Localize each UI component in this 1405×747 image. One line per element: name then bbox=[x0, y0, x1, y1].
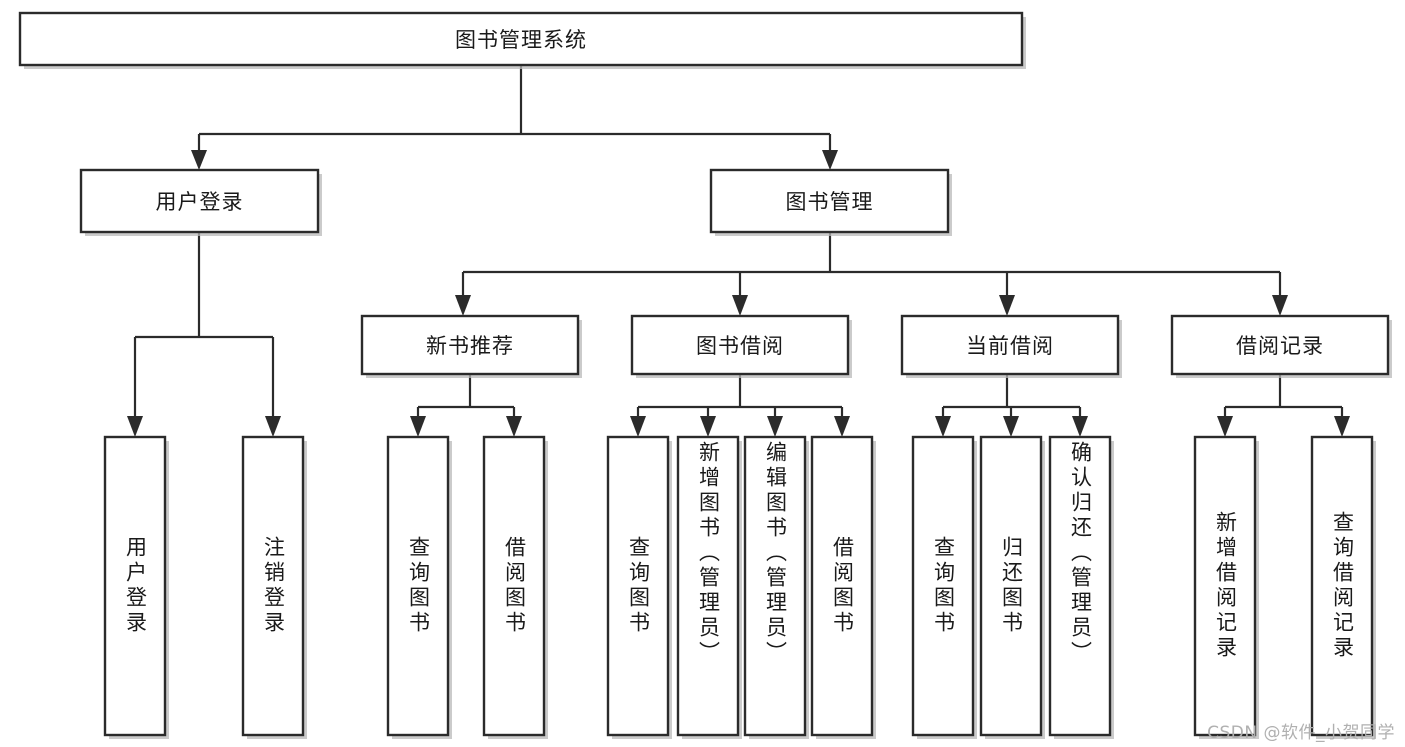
csdn-watermark: CSDN @软件_小贺同学 bbox=[1207, 723, 1395, 743]
node-leaf-edit-book-box bbox=[743, 435, 807, 737]
arrow-current-borrow bbox=[999, 295, 1015, 316]
node-leaf-borrow-book-1-box bbox=[482, 435, 546, 737]
arrow-leaf-add-book bbox=[700, 416, 716, 437]
arrow-leaf-user-logout bbox=[265, 416, 281, 437]
arrow-book-admin bbox=[822, 150, 838, 170]
node-leaf-edit-book[interactable] bbox=[743, 435, 809, 739]
node-root-box bbox=[18, 11, 1024, 67]
arrow-leaf-confirm-return bbox=[1072, 416, 1088, 437]
node-book-borrow[interactable] bbox=[630, 314, 852, 378]
arrow-leaf-user-login bbox=[127, 416, 143, 437]
arrow-leaf-borrow-book-1 bbox=[506, 416, 522, 437]
node-leaf-user-logout-box bbox=[241, 435, 305, 737]
node-leaf-query-book-1-box bbox=[386, 435, 450, 737]
node-book-admin-box bbox=[709, 168, 950, 234]
node-leaf-add-record-box bbox=[1193, 435, 1257, 737]
arrow-leaf-edit-book bbox=[767, 416, 783, 437]
node-leaf-confirm-return[interactable] bbox=[1048, 435, 1114, 739]
arrow-leaf-query-book-1 bbox=[410, 416, 426, 437]
arrow-user-login bbox=[191, 150, 207, 170]
node-borrow-record[interactable] bbox=[1170, 314, 1392, 378]
node-group bbox=[18, 11, 1392, 739]
node-leaf-add-book[interactable] bbox=[676, 435, 742, 739]
arrow-leaf-borrow-book-2 bbox=[834, 416, 850, 437]
node-leaf-borrow-book-2-box bbox=[810, 435, 874, 737]
node-root[interactable] bbox=[18, 11, 1026, 69]
node-borrow-record-box bbox=[1170, 314, 1390, 376]
node-user-login[interactable] bbox=[79, 168, 322, 236]
arrow-new-book-rec bbox=[455, 295, 471, 316]
node-leaf-query-book-3[interactable] bbox=[911, 435, 977, 739]
node-leaf-query-book-3-box bbox=[911, 435, 975, 737]
edge-group bbox=[127, 65, 1350, 437]
node-user-login-box bbox=[79, 168, 320, 234]
node-leaf-return-book-box bbox=[979, 435, 1043, 737]
arrow-book-borrow bbox=[732, 295, 748, 316]
node-leaf-query-book-1[interactable] bbox=[386, 435, 452, 739]
node-leaf-query-record-box bbox=[1310, 435, 1374, 737]
arrow-leaf-query-record bbox=[1334, 416, 1350, 437]
node-leaf-query-book-2[interactable] bbox=[606, 435, 672, 739]
arrow-leaf-return-book bbox=[1003, 416, 1019, 437]
node-leaf-user-login-box bbox=[103, 435, 167, 737]
node-leaf-user-login[interactable] bbox=[103, 435, 169, 739]
node-leaf-user-logout[interactable] bbox=[241, 435, 307, 739]
node-current-borrow[interactable] bbox=[900, 314, 1122, 378]
node-new-book-rec[interactable] bbox=[360, 314, 582, 378]
node-leaf-query-record[interactable] bbox=[1310, 435, 1376, 739]
node-book-borrow-box bbox=[630, 314, 850, 376]
node-new-book-rec-box bbox=[360, 314, 580, 376]
node-current-borrow-box bbox=[900, 314, 1120, 376]
node-leaf-return-book[interactable] bbox=[979, 435, 1045, 739]
arrow-leaf-query-book-3 bbox=[935, 416, 951, 437]
node-leaf-add-record[interactable] bbox=[1193, 435, 1259, 739]
arrow-leaf-add-record bbox=[1217, 416, 1233, 437]
node-leaf-borrow-book-1[interactable] bbox=[482, 435, 548, 739]
node-leaf-query-book-2-box bbox=[606, 435, 670, 737]
node-leaf-confirm-return-box bbox=[1048, 435, 1112, 737]
arrow-borrow-record bbox=[1272, 295, 1288, 316]
arrow-leaf-query-book-2 bbox=[630, 416, 646, 437]
node-leaf-borrow-book-2[interactable] bbox=[810, 435, 876, 739]
node-leaf-add-book-box bbox=[676, 435, 740, 737]
node-book-admin[interactable] bbox=[709, 168, 952, 236]
